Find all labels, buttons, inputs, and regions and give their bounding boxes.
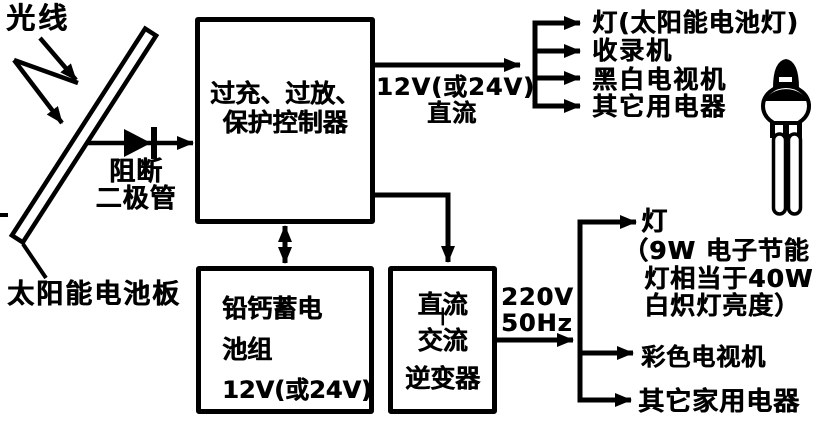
dc-bus-label: 12V(或24V) 直流 — [376, 73, 535, 127]
ac-lamp-note-line3: 白炽灯亮度） — [644, 291, 801, 320]
ac-lamp-note-line2: 灯相当于40W — [644, 264, 814, 293]
battery-text-line1: 铅钙蓄电 — [222, 294, 323, 323]
dc-voltage-label: 12V(或24V) — [376, 73, 535, 101]
cfl-lamp-icon — [761, 59, 811, 216]
dc-load-other-label: 其它用电器 — [592, 92, 728, 121]
ac-bus-wires — [497, 215, 637, 407]
light-rays-icon — [12, 36, 79, 125]
ac-load-other-label: 其它家用电器 — [638, 387, 801, 417]
controller-text-line2: 保护控制器 — [222, 108, 348, 137]
blocking-diode-label-line2: 二极管 — [95, 184, 177, 214]
inverter-text-line1: 直流 — [417, 290, 468, 319]
ac-voltage-label: 220V — [501, 283, 574, 311]
controller-text-line1: 过充、过放、 — [209, 79, 360, 108]
light-rays-label: 光线 — [6, 1, 71, 35]
ac-load-lamp-label: 灯 — [641, 207, 669, 237]
solar-panel-label: 太阳能电池板 — [7, 279, 181, 310]
battery-box: 铅钙蓄电 池组 12V(或24V) — [196, 266, 374, 414]
solar-panel-icon — [0, 25, 160, 280]
inverter-text-line2: 交流 — [417, 326, 468, 355]
ac-load-color-tv-label: 彩色电视机 — [641, 343, 766, 371]
ac-frequency-label: 50Hz — [501, 309, 573, 337]
battery-text-line2: 池组 — [222, 335, 273, 364]
ac-lamp-note-line1: （9W 电子节能 — [623, 236, 810, 265]
charge-controller-box: 过充、过放、 保护控制器 — [195, 17, 375, 224]
ac-bus-label: 220V 50Hz — [501, 284, 574, 336]
dc-bus-wires — [375, 16, 581, 113]
battery-text-line3: 12V(或24V) — [222, 376, 372, 404]
blocking-diode-label-line1: 阻断 — [108, 157, 163, 187]
inverter-text-line3: 逆变器 — [404, 364, 480, 393]
panel-label-pointer — [21, 242, 48, 280]
diode-icon — [124, 127, 157, 159]
controller-inverter-wire — [375, 192, 455, 263]
panel-to-controller-wire — [80, 127, 194, 159]
inverter-text-separator: | — [439, 305, 446, 326]
dc-load-bw-tv-label: 黑白电视机 — [592, 65, 728, 94]
blocking-diode-label: 阻断 二极管 — [86, 159, 186, 213]
dc-current-type-label: 直流 — [427, 99, 477, 127]
dc-load-lamp-label: 灯(太阳能电池灯) — [592, 8, 799, 37]
dc-load-radio-label: 收录机 — [592, 36, 674, 65]
inverter-box: 直流 | 交流 逆变器 — [388, 266, 497, 414]
